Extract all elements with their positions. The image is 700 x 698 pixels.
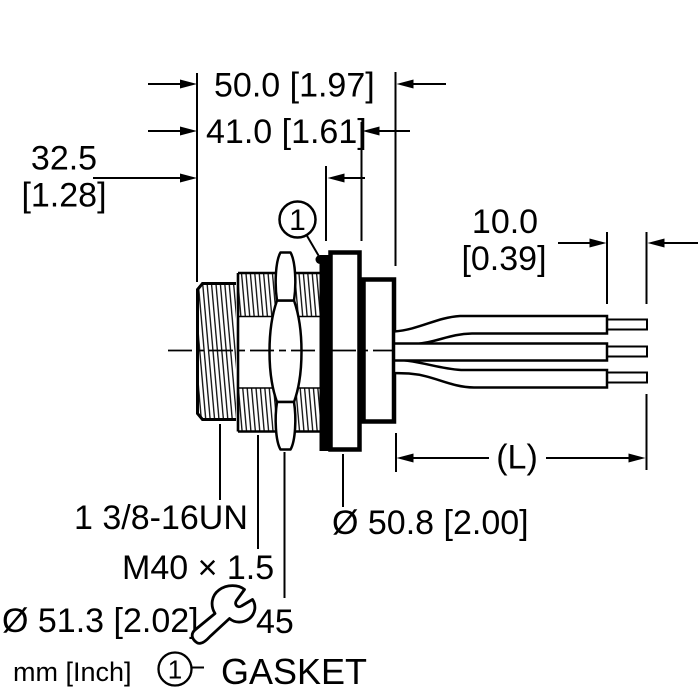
conductor-middle	[606, 345, 648, 358]
conductor-top	[606, 318, 648, 331]
units-note: mm [Inch]	[13, 657, 132, 687]
dim-strip-length-mm: 10.0	[472, 203, 538, 241]
barrel-outline	[196, 282, 236, 421]
gasket	[319, 255, 331, 451]
arrowhead	[647, 238, 665, 248]
arrowhead	[180, 79, 197, 89]
dimension-overall-length: 50.0 [1.97]	[148, 67, 446, 105]
barrel-hatch	[197, 284, 236, 419]
flange-diameter-label: Ø 50.8 [2.00]	[332, 504, 529, 542]
callout-leader-dot	[315, 255, 325, 264]
wire-middle	[392, 342, 609, 362]
hex-facet-top	[274, 251, 297, 302]
dimension-lead-length: (L)	[396, 439, 646, 477]
extension-lines	[196, 72, 648, 472]
legend-label: GASKET	[221, 651, 367, 692]
label-leaders	[219, 424, 344, 598]
dim-overall-length-text: 50.0 [1.97]	[214, 67, 375, 105]
wire-leads	[392, 314, 648, 389]
coupling-thread-barrel	[196, 282, 236, 421]
max-diameter-label: Ø 51.3 [2.02]	[2, 602, 199, 640]
dimension-front-to-mount: 32.5 [1.28]	[21, 140, 365, 215]
arrowhead	[327, 173, 345, 183]
callout-number: 1	[289, 204, 306, 237]
callout-circle	[278, 200, 317, 239]
arrowhead	[180, 173, 197, 183]
dim-front-to-mount-mm: 32.5	[31, 140, 97, 178]
wire-top	[392, 314, 609, 346]
dimension-to-flange-rear: 41.0 [1.61]	[148, 113, 410, 151]
arrowhead	[180, 126, 197, 136]
arrowhead	[628, 453, 646, 463]
mounting-thread-label: M40 × 1.5	[122, 549, 274, 587]
legend-gasket: 1 GASKET	[157, 651, 367, 692]
coupling-thread-label: 1 3/8-16UN	[74, 499, 248, 537]
dim-to-flange-rear-text: 41.0 [1.61]	[206, 113, 367, 151]
arrowhead	[362, 126, 380, 136]
wrench-size-label: 45	[256, 603, 294, 641]
dimension-strip-length: 10.0 [0.39]	[461, 203, 698, 278]
callout-leader-line	[305, 234, 320, 257]
connector-body	[168, 250, 399, 452]
callout-gasket: 1	[278, 200, 325, 264]
dim-strip-length-inch: [0.39]	[461, 240, 546, 278]
arrowhead	[396, 453, 414, 463]
dim-front-to-mount-inch: [1.28]	[21, 177, 106, 215]
conductor-bottom	[606, 371, 648, 384]
legend-number: 1	[168, 655, 182, 685]
wire-bottom	[392, 358, 609, 389]
arrowhead	[396, 79, 414, 89]
hex-facet-bottom	[274, 400, 297, 451]
wrench-icon	[190, 584, 257, 645]
dim-lead-length-text: (L)	[496, 439, 538, 477]
arrowhead	[589, 238, 607, 248]
legend-circle	[157, 651, 193, 687]
